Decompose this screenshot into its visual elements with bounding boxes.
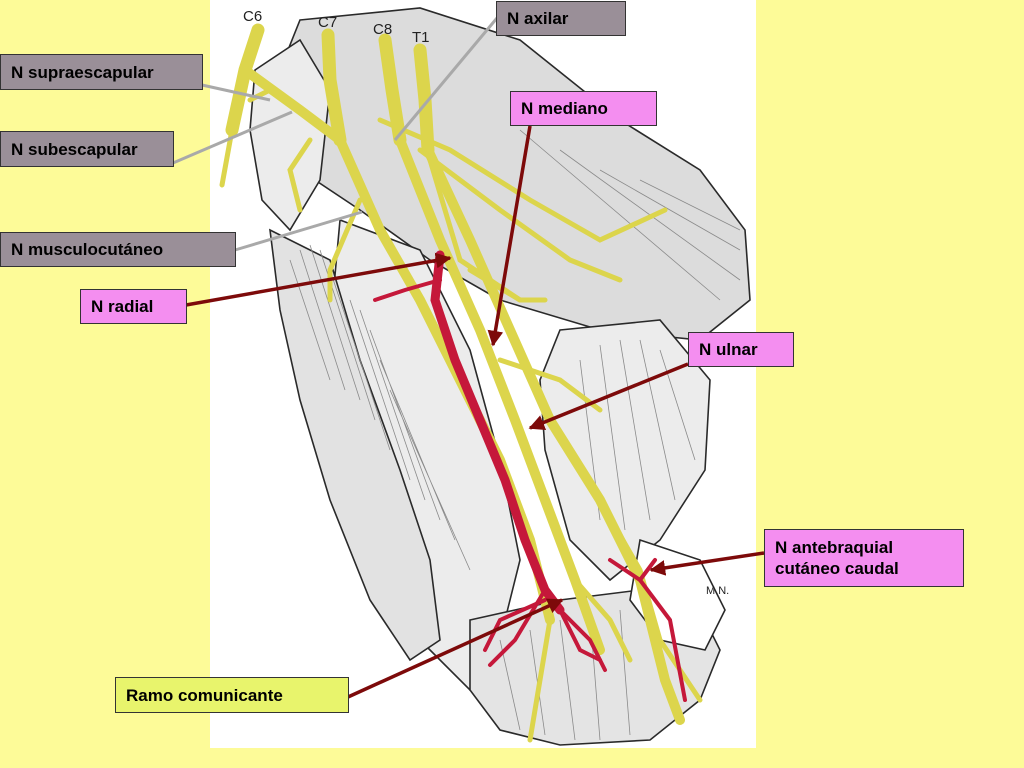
label-text: N musculocutáneo <box>11 240 164 259</box>
label-text-line1: N antebraquial <box>775 538 894 557</box>
label-n-antebraquial-cutaneo-caudal: N antebraquial cutáneo caudal <box>764 529 964 587</box>
root-label-t1: T1 <box>412 29 430 46</box>
leader-axilar <box>393 17 499 141</box>
root-label-c6: C6 <box>243 8 262 25</box>
nerve-ulnar <box>423 145 685 725</box>
gray-leaders <box>172 17 499 252</box>
leader-supraescapular <box>201 83 271 102</box>
artist-signature: M.N. <box>706 585 729 597</box>
label-n-subescapular: N subescapular <box>0 131 174 167</box>
label-text: N mediano <box>521 99 608 118</box>
label-n-axilar: N axilar <box>496 1 626 36</box>
label-text: Ramo comunicante <box>126 685 283 705</box>
label-text-line2: cutáneo caudal <box>775 559 899 578</box>
root-c8 <box>378 33 407 147</box>
label-n-mediano: N mediano <box>510 91 657 126</box>
label-n-supraescapular: N supraescapular <box>0 54 203 90</box>
root-t1 <box>413 43 435 157</box>
root-label-c7: C7 <box>318 14 337 31</box>
root-c7 <box>321 28 347 147</box>
label-n-musculocutaneo: N musculocutáneo <box>0 232 236 267</box>
shoulder-muscle <box>249 38 331 232</box>
lateral-muscle <box>269 228 441 662</box>
label-text: N subescapular <box>11 139 138 159</box>
arrow-antebraquial <box>649 551 765 576</box>
artery <box>373 250 687 702</box>
label-text: N ulnar <box>699 340 758 359</box>
muscle-fibres <box>289 129 741 741</box>
red-arrows <box>185 125 765 699</box>
label-text: N supraescapular <box>11 62 154 82</box>
label-n-ulnar: N ulnar <box>688 332 794 367</box>
label-ramo-comunicante: Ramo comunicante <box>115 677 349 713</box>
root-label-c8: C8 <box>373 21 392 38</box>
arrow-radial <box>185 252 452 307</box>
label-n-radial: N radial <box>80 289 187 324</box>
arrow-ramo <box>347 598 564 699</box>
label-text: N radial <box>91 297 154 316</box>
leader-subescapular <box>172 110 293 165</box>
root-letters: C6 C7 C8 T1 M.N. <box>243 8 729 597</box>
label-text: N axilar <box>507 9 569 28</box>
arrow-ulnar <box>528 362 689 430</box>
arrow-mediano <box>487 125 532 347</box>
leader-musculocutaneo <box>234 210 363 252</box>
